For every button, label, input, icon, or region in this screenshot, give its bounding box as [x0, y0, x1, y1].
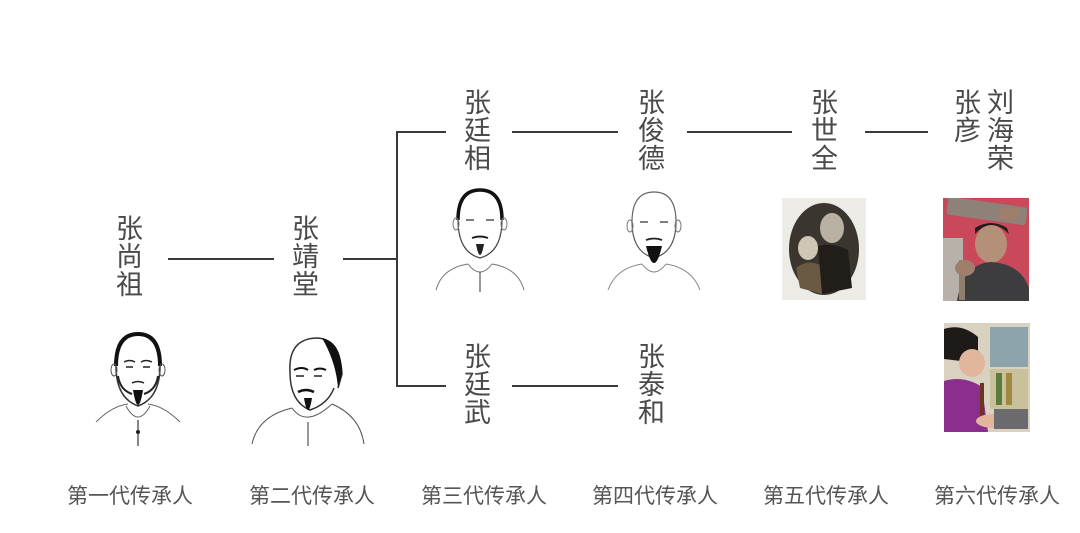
name-pair-g6: 刘 海 荣 张 彦	[954, 90, 1014, 174]
photo-zhang-shiquan	[782, 198, 866, 300]
name-char: 张	[464, 88, 491, 119]
label-generation-3: 第三代传承人	[421, 484, 547, 508]
name-char: 堂	[292, 270, 319, 301]
name-char: 张	[464, 342, 491, 373]
name-char: 张	[811, 88, 838, 119]
bracket-bottom-branch	[396, 385, 446, 387]
name-char: 张	[638, 342, 665, 373]
bracket-vertical	[396, 131, 398, 387]
woman-working-photo-icon	[944, 323, 1030, 432]
connector-g2-bracket	[343, 258, 398, 260]
name-char: 廷	[464, 370, 491, 401]
carving-photo-icon	[943, 198, 1029, 301]
name-zhang-shangzu: 张 尚 祖	[116, 216, 143, 300]
label-generation-4: 第四代传承人	[592, 484, 718, 508]
portrait-zhang-junde-icon	[607, 191, 701, 291]
connector-g3b-g4b	[512, 385, 618, 387]
name-char: 张	[638, 88, 665, 119]
portrait-zhang-tingxiang-icon	[435, 188, 525, 292]
connector-g3a-g4a	[512, 131, 618, 133]
name-char: 靖	[292, 242, 319, 273]
name-char: 廷	[464, 116, 491, 147]
bracket-top-branch	[396, 131, 446, 133]
name-zhang-yan: 张 彦	[954, 90, 981, 174]
portrait-zhang-shangzu-icon	[95, 331, 181, 446]
name-char: 张	[292, 214, 319, 245]
connector-g5-g6	[865, 131, 928, 133]
sepia-photo-icon	[789, 203, 859, 295]
name-char: 全	[811, 144, 838, 175]
label-generation-2: 第二代传承人	[249, 484, 375, 508]
label-generation-5: 第五代传承人	[763, 484, 889, 508]
name-char: 荣	[987, 144, 1014, 175]
name-zhang-tingxiang: 张 廷 相	[464, 90, 491, 174]
connector-g1-g2	[168, 258, 274, 260]
name-liu-hairong: 刘 海 荣	[987, 90, 1014, 174]
name-char: 刘	[987, 88, 1014, 119]
name-char: 尚	[116, 242, 143, 273]
name-zhang-taihe: 张 泰 和	[638, 344, 665, 428]
name-char: 德	[638, 144, 665, 175]
name-zhang-tingwu: 张 廷 武	[464, 344, 491, 428]
name-char: 相	[464, 144, 491, 175]
name-zhang-jingtang: 张 靖 堂	[292, 216, 319, 300]
label-generation-1: 第一代传承人	[67, 484, 193, 508]
name-char: 泰	[638, 370, 665, 401]
name-char: 海	[987, 116, 1014, 147]
name-char: 彦	[954, 116, 981, 147]
label-generation-6: 第六代传承人	[934, 484, 1060, 508]
connector-g4a-g5	[687, 131, 792, 133]
name-char: 俊	[638, 116, 665, 147]
name-zhang-shiquan: 张 世 全	[811, 90, 838, 174]
name-char: 武	[464, 398, 491, 429]
name-char: 张	[954, 88, 981, 119]
name-char: 张	[116, 214, 143, 245]
photo-zhang-yan	[944, 323, 1030, 432]
name-zhang-junde: 张 俊 德	[638, 90, 665, 174]
portrait-zhang-jingtang-icon	[251, 337, 365, 446]
name-char: 和	[638, 398, 665, 429]
photo-liu-hairong	[943, 198, 1029, 301]
name-char: 祖	[116, 270, 143, 301]
name-char: 世	[811, 116, 838, 147]
